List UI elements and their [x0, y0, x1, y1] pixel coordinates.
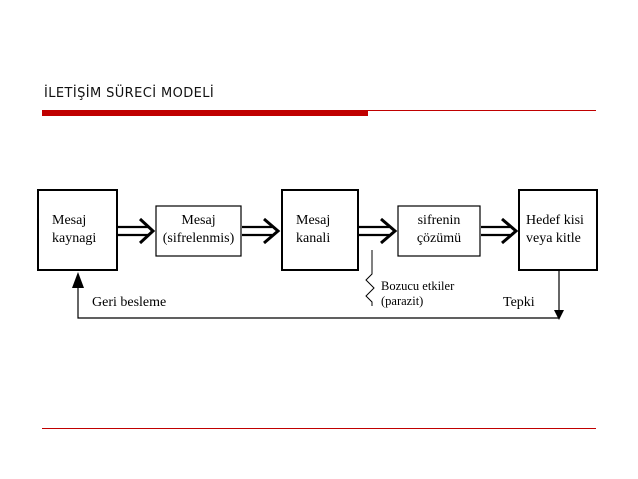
box-target-line2: veya kitle [526, 231, 581, 246]
box-encoded [155, 205, 242, 257]
box-target-line1: Hedef kisi [526, 213, 584, 228]
noise-squiggle [365, 250, 375, 306]
feedback-arrowhead [72, 272, 84, 288]
title-underline-thin [368, 110, 596, 111]
box-encoded-label: Mesaj (sifrelenmis) [156, 212, 241, 248]
box-source-label: Mesaj kaynagi [52, 212, 96, 248]
box-decode-line1: sifrenin [417, 213, 461, 228]
slide-title: İLETİŞİM SÜRECİ MODELİ [44, 86, 215, 101]
box-decode-label: sifrenin çözümü [398, 212, 480, 248]
arrow-source-to-encoded [118, 217, 156, 245]
feedback-line [77, 286, 559, 319]
noise-label-line2: (parazit) [381, 294, 424, 308]
title-underline-thick [42, 110, 368, 116]
box-decode [397, 205, 481, 257]
arrow-encoded-to-channel [242, 217, 281, 245]
arrow-decode-to-target [481, 217, 519, 245]
box-encoded-line1: Mesaj [181, 213, 216, 228]
bottom-rule [42, 428, 596, 429]
box-source-line1: Mesaj [52, 213, 87, 228]
box-channel-line2: kanali [296, 231, 331, 246]
box-channel-label: Mesaj kanali [296, 212, 330, 248]
box-channel-line1: Mesaj [296, 213, 331, 228]
box-decode-line2: çözümü [416, 231, 462, 246]
box-source-line2: kaynagi [52, 231, 97, 246]
feedback-label: Geri besleme [92, 295, 167, 310]
box-channel [281, 189, 359, 271]
box-encoded-line2: (sifrelenmis) [162, 231, 235, 246]
box-target [518, 189, 598, 271]
response-arrowhead [554, 310, 564, 320]
box-target-label: Hedef kisi veya kitle [526, 212, 584, 248]
arrow-channel-to-decode [359, 217, 398, 245]
response-label: Tepki [503, 295, 535, 310]
noise-label-line1: Bozucu etkiler [381, 279, 455, 293]
box-source [37, 189, 118, 271]
noise-label: Bozucu etkiler (parazit) [381, 279, 454, 309]
